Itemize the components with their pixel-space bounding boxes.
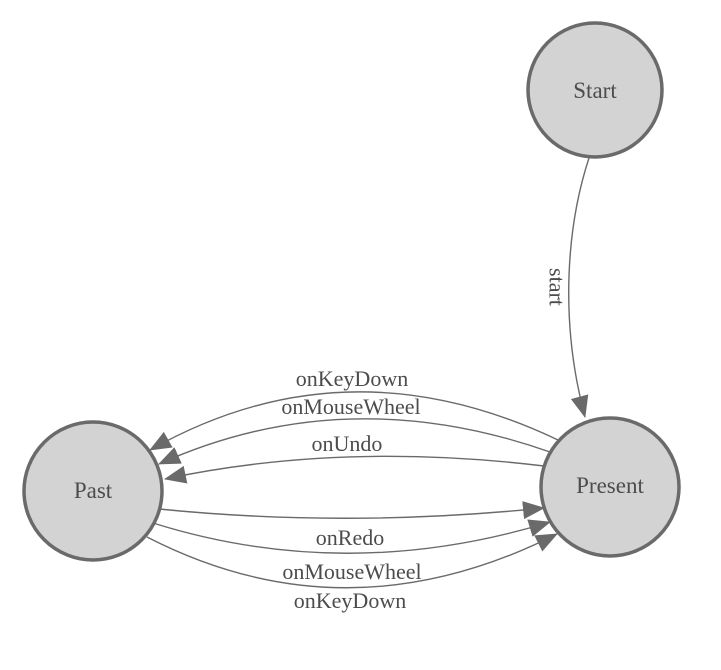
state-node-start-circle [526,21,664,159]
state-node-present-circle [539,416,681,558]
edge-line-past-to-present-onmousewheel [152,519,551,554]
edge-past-to-present-onredo: onRedo [158,501,545,550]
edge-label-onredo: onRedo [316,525,384,550]
edge-line-past-to-present-onkeydown [146,533,558,589]
edge-present-to-past-onmousewheel: onMouseWheel [158,394,551,465]
edge-line-present-to-past-onmousewheel [158,418,551,465]
state-node-start-label: Start [573,78,617,103]
edge-line-start-to-present [568,157,590,418]
state-node-present-label: Present [576,473,644,498]
state-node-past-label: Past [74,478,113,503]
edge-label-onmousewheel-bottom: onMouseWheel [282,559,421,584]
edge-label-onkeydown-bottom: onKeyDown [294,588,406,613]
edge-line-past-to-present-onredo [158,501,545,520]
edge-line-present-to-past-onundo [164,455,545,484]
edge-line-present-to-past-onkeydown [149,391,559,451]
state-node-past-circle [22,420,164,562]
state-node-past: Past [22,420,164,562]
edge-past-to-present-onmousewheel: onMouseWheel [152,519,551,584]
edge-label-start: start [544,268,569,306]
edge-label-onundo: onUndo [312,431,383,456]
state-node-start: Start [526,21,664,159]
edge-label-onmousewheel-top: onMouseWheel [281,394,420,419]
edge-present-to-past-onundo: onUndo [164,431,545,484]
edge-start-to-present: start [544,157,590,418]
state-node-present: Present [539,416,681,558]
edge-label-onkeydown-top: onKeyDown [296,366,408,391]
edge-past-to-present-onkeydown: onKeyDown [146,533,558,613]
edge-present-to-past-onkeydown: onKeyDown [149,366,559,451]
